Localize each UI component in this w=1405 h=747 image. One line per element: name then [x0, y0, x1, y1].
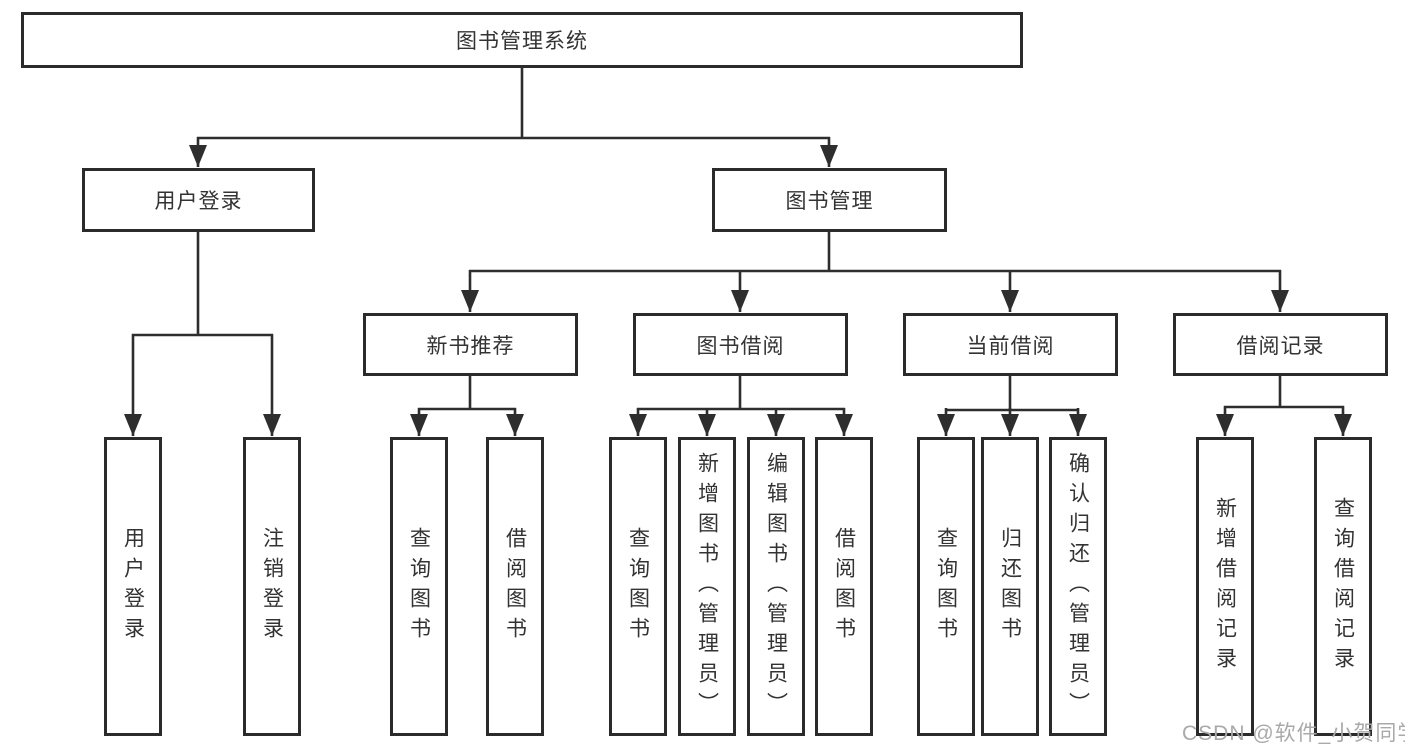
leaf-query-books: 查询图书 — [917, 437, 975, 736]
node-library-system: 图书管理系统 — [21, 12, 1023, 68]
node-label: 查询图书 — [626, 526, 650, 647]
node-label: 查询图书 — [407, 526, 431, 647]
leaf-add-books-admin: 新增图书（管理员） — [678, 437, 736, 736]
node-new-book-recommend: 新书推荐 — [363, 313, 578, 376]
node-label: 新增借阅记录 — [1213, 496, 1237, 677]
leaf-logout: 注销登录 — [243, 437, 301, 736]
node-book-management: 图书管理 — [712, 168, 947, 232]
node-borrowing-records: 借阅记录 — [1173, 313, 1388, 376]
leaf-confirm-return-admin: 确认归还（管理员） — [1049, 437, 1107, 736]
leaf-edit-books-admin: 编辑图书（管理员） — [747, 437, 805, 736]
node-label: 借阅图书 — [832, 526, 856, 647]
leaf-return-books: 归还图书 — [981, 437, 1039, 736]
leaf-query-books: 查询图书 — [609, 437, 667, 736]
leaf-query-books: 查询图书 — [390, 437, 448, 736]
node-label: 用户登录 — [154, 190, 243, 213]
node-book-borrowing: 图书借阅 — [633, 313, 848, 376]
leaf-borrow-books: 借阅图书 — [486, 437, 544, 736]
node-label: 图书管理 — [785, 190, 874, 213]
node-label: 借阅记录 — [1236, 334, 1325, 358]
node-label: 借阅图书 — [503, 526, 527, 647]
node-label: 图书借阅 — [696, 334, 785, 358]
node-label: 查询借阅记录 — [1331, 496, 1355, 677]
node-label: 新增图书（管理员） — [695, 451, 719, 722]
node-label: 归还图书 — [998, 526, 1022, 647]
node-current-borrowing: 当前借阅 — [903, 313, 1118, 376]
leaf-user-login: 用户登录 — [104, 437, 162, 736]
node-user-login: 用户登录 — [82, 168, 315, 232]
node-label: 编辑图书（管理员） — [764, 451, 788, 722]
node-label: 注销登录 — [260, 526, 284, 647]
leaf-add-borrow-record: 新增借阅记录 — [1196, 437, 1254, 736]
node-label: 查询图书 — [934, 526, 958, 647]
leaf-borrow-books: 借阅图书 — [815, 437, 873, 736]
node-label: 确认归还（管理员） — [1066, 451, 1090, 722]
csdn-watermark: CSDN @软件_小贺同学 — [1182, 722, 1405, 745]
node-label: 图书管理系统 — [456, 30, 588, 53]
node-label: 新书推荐 — [426, 334, 515, 358]
node-label: 当前借阅 — [966, 334, 1055, 358]
node-label: 用户登录 — [121, 526, 145, 647]
leaf-query-borrow-record: 查询借阅记录 — [1314, 437, 1372, 736]
